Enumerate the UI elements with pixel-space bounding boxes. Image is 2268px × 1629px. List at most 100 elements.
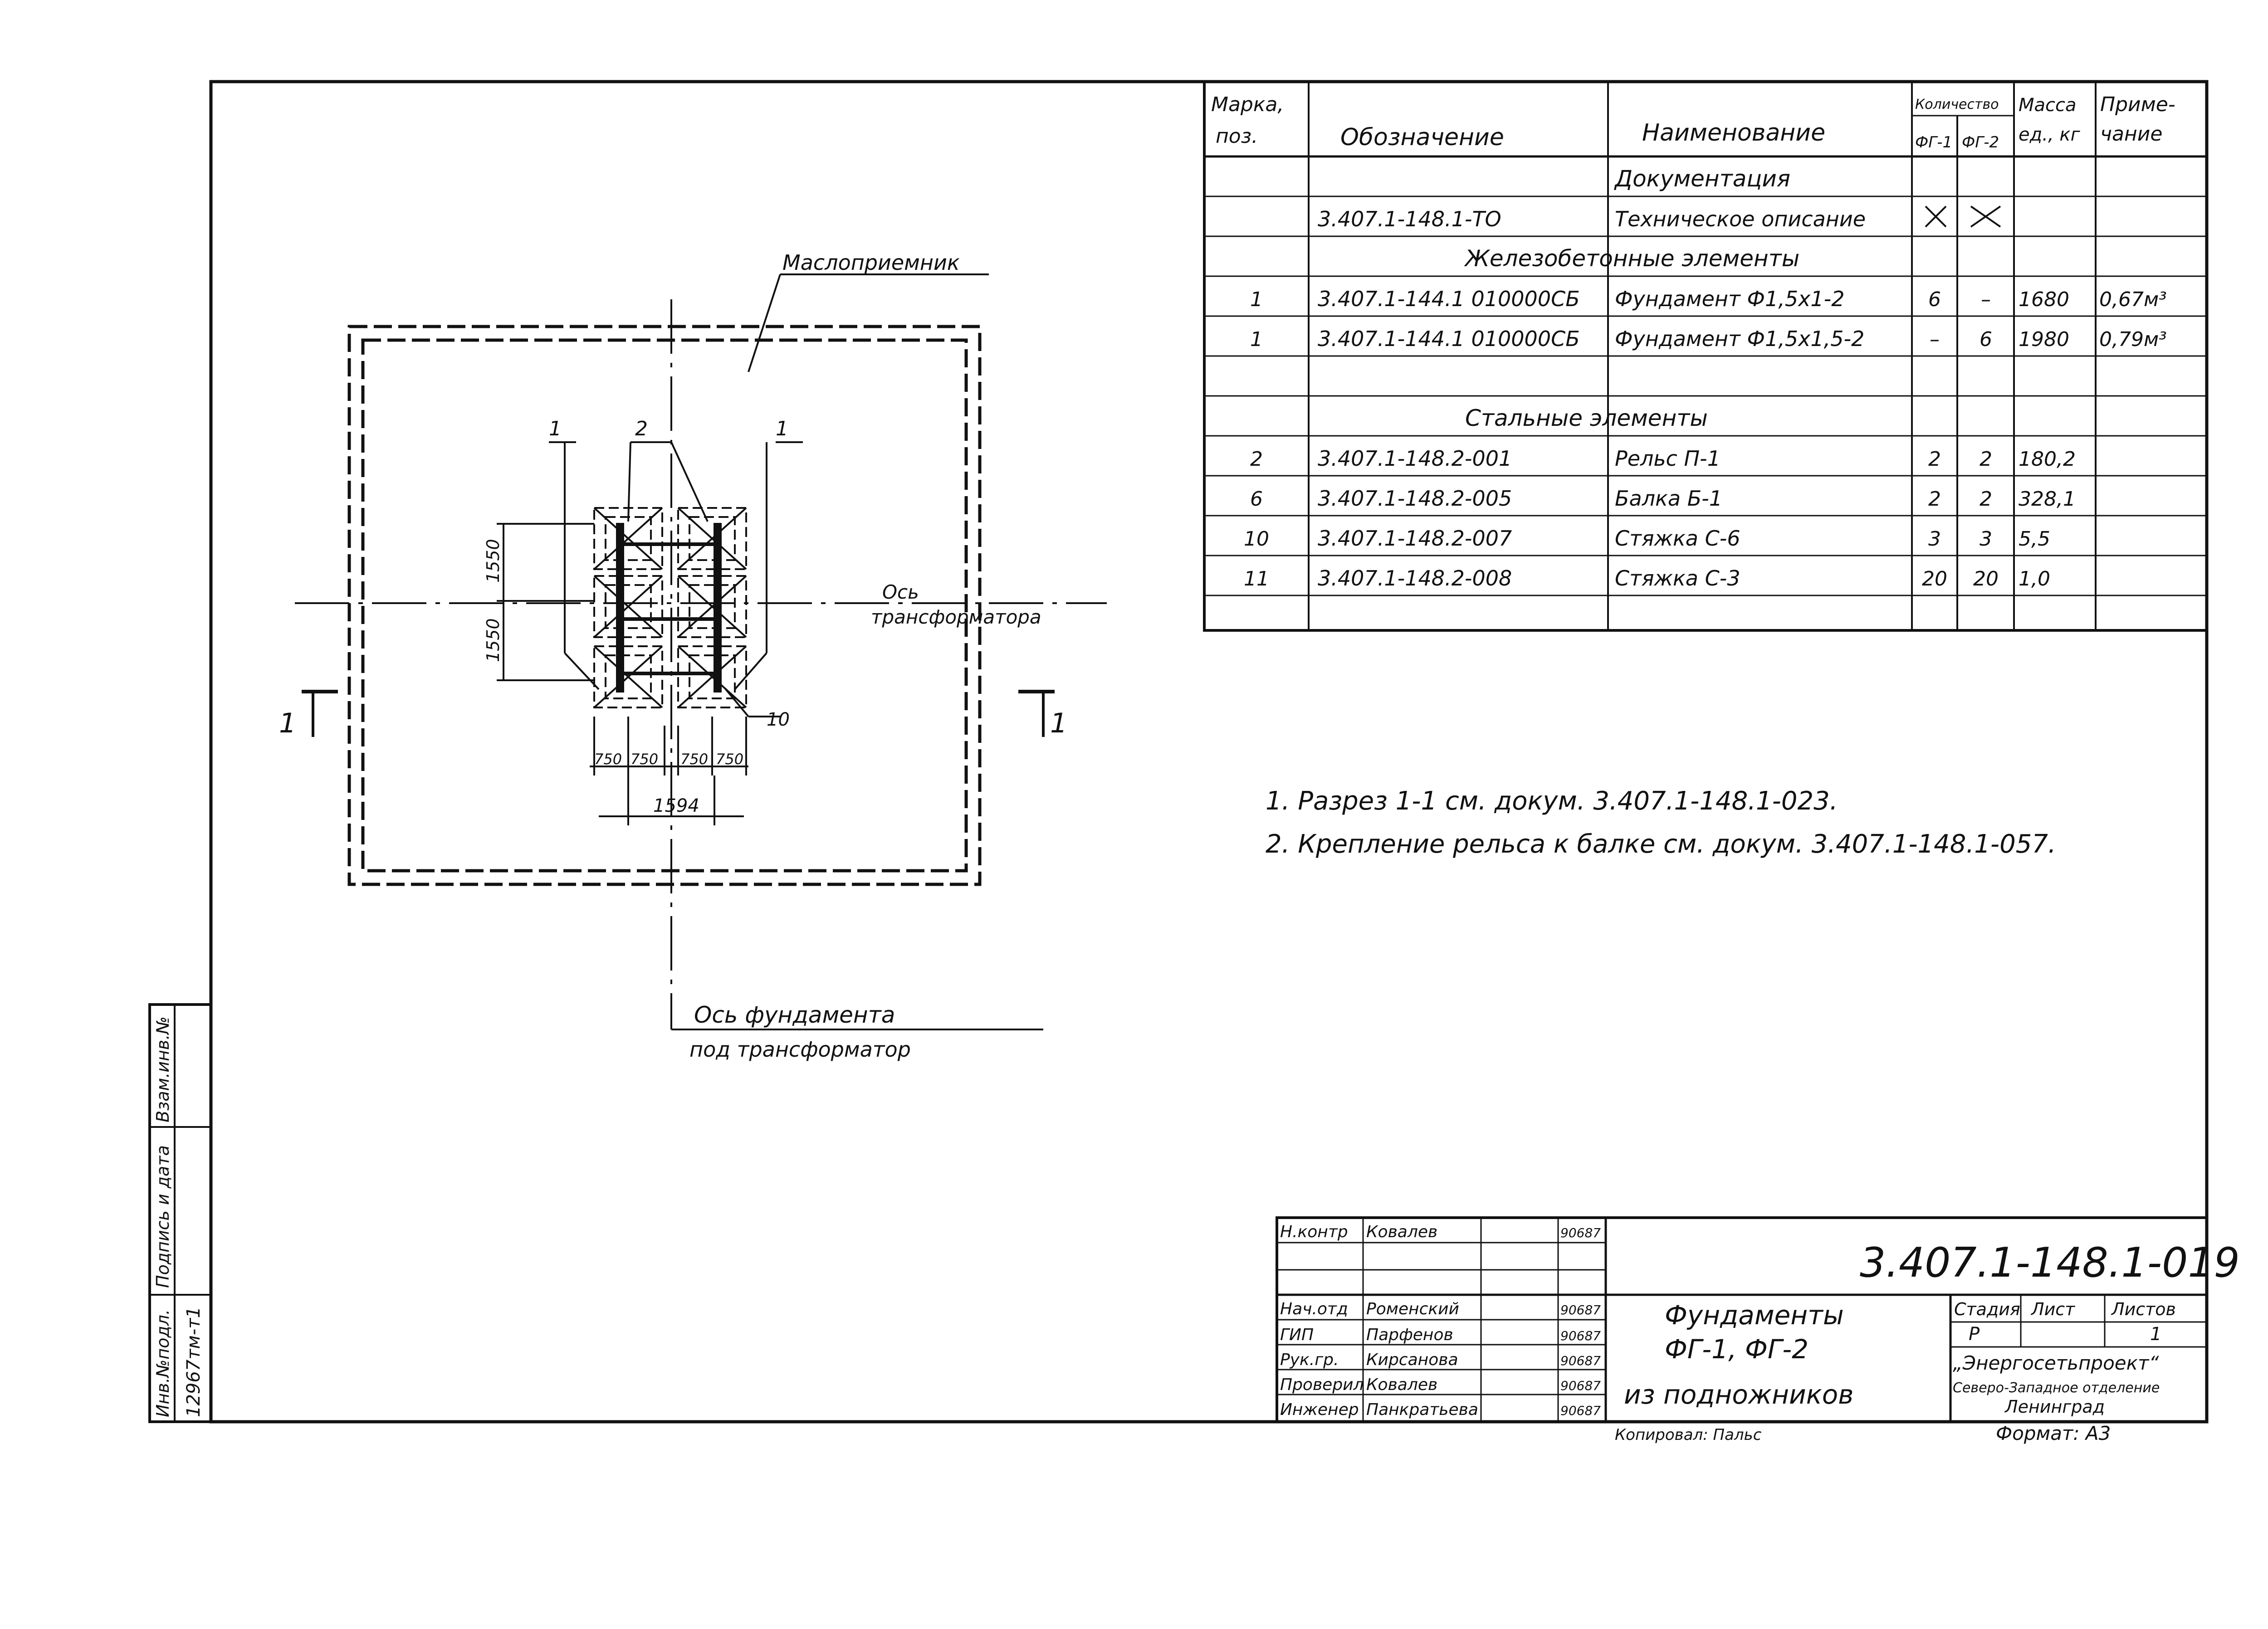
spec-cell-name: Балка Б-1 [1615,486,1722,511]
spec-cell-q2: 3 [1980,527,1992,551]
callout-2: 2 [635,417,648,440]
spec-cell-q2: – [1981,288,1991,311]
spec-cell-q1: – [1930,328,1940,351]
title-line-2: ФГ-1, ФГ-2 [1665,1334,1809,1365]
person-date: 90687 [1560,1353,1601,1368]
spec-cell-q2: 2 [1980,448,1992,471]
person-role: Инженер [1280,1400,1359,1419]
spec-cell-name: Стяжка С-6 [1615,526,1740,551]
doc-code: 3.407.1-148.1-019 [1860,1239,2240,1287]
header-fg1: ФГ-1 [1915,133,1952,151]
axis-foundation-1: Ось фундамента [694,1002,895,1028]
person-name: Кирсанова [1366,1351,1458,1369]
stamp-inv-label: Инв.№подл. [153,1309,173,1417]
plan-drawing [295,273,1107,1030]
sheets-value: 1 [2150,1324,2161,1345]
spec-cell-q1: 20 [1922,567,1947,590]
header-designation: Обозначение [1340,124,1504,151]
spec-cell-note: 0,79м³ [2099,328,2167,351]
header-mass-2: ед., кг [2019,124,2081,145]
dim-750-c: 750 [680,751,708,768]
sheets-label: Листов [2111,1299,2176,1319]
person-name: Роменский [1366,1300,1459,1318]
person-name: Панкратьева [1366,1400,1478,1419]
spec-cell-name: Железобетонные элементы [1464,245,1799,272]
spec-cell-mark: 6 [1250,488,1263,511]
header-name: Наименование [1642,119,1825,146]
title-line-1: Фундаменты [1665,1300,1844,1331]
spec-cell-q1: 3 [1928,527,1941,551]
spec-cell-name: Рельс П-1 [1615,446,1721,471]
footings [497,441,803,825]
person-date: 90687 [1560,1403,1601,1418]
spec-cell-q1: 6 [1928,288,1941,311]
copied-by: Копировал: Пальс [1615,1426,1762,1444]
spec-cell-des: 3.407.1-148.2-007 [1318,526,1512,551]
spec-table [1203,80,2208,632]
header-qty: Количество [1915,97,1999,112]
dim-vertical-2: 1550 [483,618,503,662]
header-note-2: чание [2100,122,2162,146]
person-role: Проверил [1280,1375,1364,1394]
spec-cell-mark: 10 [1244,527,1269,551]
oil-receiver-label: Маслоприемник [782,250,960,275]
spec-cell-des: 3.407.1-144.1 010000СБ [1318,327,1580,351]
spec-cell-des: 3.407.1-148.2-005 [1318,486,1512,511]
spec-cell-name: Стальные элементы [1465,405,1708,431]
sheet-label: Лист [2030,1299,2076,1319]
org-line-2: Северо-Западное отделение [1953,1380,2160,1396]
note-2: 2. Крепление рельса к балке см. докум. 3… [1266,829,2056,859]
person-date: 90687 [1560,1328,1601,1343]
header-mass-1: Масса [2019,95,2077,116]
spec-cell-des: 3.407.1-144.1 010000СБ [1318,287,1580,311]
spec-cell-mark: 11 [1244,567,1269,590]
sheet-frame [209,80,2209,1424]
header-mark-2: поз. [1216,125,1258,148]
spec-cell-name: Фундамент Ф1,5х1-2 [1615,287,1845,311]
person-role: Нач.отд [1280,1300,1348,1318]
dim-total: 1594 [653,795,699,816]
spec-cell-name: Документация [1614,166,1790,192]
org-line-1: „Энергосетьпроект“ [1953,1352,2159,1374]
person-date: 90687 [1560,1225,1601,1240]
note-1: 1. Разрез 1-1 см. докум. 3.407.1-148.1-0… [1266,786,1838,816]
stage-label: Стадия [1954,1299,2020,1319]
spec-cell-q1: 2 [1928,448,1941,471]
person-role: Рук.гр. [1280,1351,1339,1369]
spec-header: Марка, поз. Обозначение Наименование Кол… [1211,93,2175,151]
spec-cell-des: 3.407.1-148.2-001 [1318,446,1512,471]
spec-cell-name: Фундамент Ф1,5х1,5-2 [1615,327,1864,351]
spec-cell-mass: 1980 [2019,328,2069,351]
header-mark-1: Марка, [1211,93,1284,116]
header-fg2: ФГ-2 [1962,133,1999,151]
spec-cell-mass: 1,0 [2019,567,2050,590]
spec-cell-q2: 20 [1973,567,1999,590]
title-line-3: из подножников [1624,1379,1853,1410]
section-mark-left: 1 [279,707,296,739]
spec-cell-q1: 2 [1928,488,1941,511]
dim-750-d: 750 [716,751,743,768]
spec-cell-mass: 1680 [2019,288,2069,311]
person-name: Ковалев [1366,1223,1437,1241]
cross-marks [1925,205,2001,228]
spec-cell-mark: 1 [1250,328,1263,351]
person-role: ГИП [1280,1326,1314,1344]
side-stamp [148,1003,212,1423]
stamp-inv-value: 12967тм-т1 [183,1307,204,1417]
format-label: Формат: А3 [1996,1422,2111,1444]
dim-750-a: 750 [594,751,622,768]
person-name: Ковалев [1366,1375,1437,1394]
person-role: Н.контр [1280,1223,1348,1241]
spec-cell-name: Техническое описание [1615,207,1866,231]
spec-cell-mass: 5,5 [2019,527,2050,551]
dim-750-b: 750 [631,751,658,768]
org-line-3: Ленинград [2004,1397,2105,1417]
stage-value: Р [1969,1324,1980,1345]
spec-cell-des: 3.407.1-148.2-008 [1318,566,1512,590]
axis-transformer-2: трансформатора [871,606,1041,628]
spec-cell-mass: 328,1 [2019,488,2076,511]
spec-cell-note: 0,67м³ [2099,288,2167,311]
spec-cell-q2: 6 [1980,328,1992,351]
